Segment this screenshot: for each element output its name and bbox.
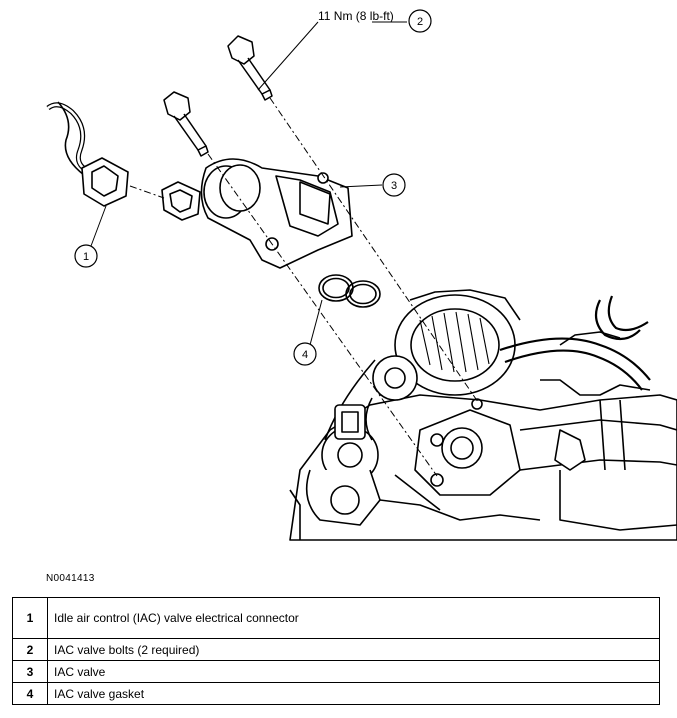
callout-1: 1 bbox=[74, 244, 98, 268]
figure-id: N0041413 bbox=[46, 573, 95, 584]
legend-row: 1 Idle air control (IAC) valve electrica… bbox=[12, 597, 660, 639]
svg-text:2: 2 bbox=[417, 16, 423, 28]
legend-number: 4 bbox=[12, 682, 48, 705]
iac-valve bbox=[200, 158, 353, 269]
legend-description: IAC valve bolts (2 required) bbox=[47, 638, 660, 661]
legend-row: 2 IAC valve bolts (2 required) bbox=[12, 638, 660, 661]
legend-table: 1 Idle air control (IAC) valve electrica… bbox=[12, 597, 660, 705]
callout-4: 4 bbox=[293, 342, 317, 366]
legend-row: 4 IAC valve gasket bbox=[12, 682, 660, 705]
legend-description: Idle air control (IAC) valve electrical … bbox=[47, 597, 660, 639]
svg-text:1: 1 bbox=[83, 251, 89, 263]
iac-valve-gasket bbox=[318, 274, 381, 308]
iac-electrical-connector bbox=[46, 101, 201, 221]
legend-number: 1 bbox=[12, 597, 48, 639]
torque-spec-label: 11 Nm (8 lb-ft) bbox=[318, 9, 394, 23]
engine-illustration bbox=[289, 289, 677, 541]
legend-description: IAC valve gasket bbox=[47, 682, 660, 705]
iac-valve-bolts bbox=[163, 35, 273, 157]
legend-description: IAC valve bbox=[47, 660, 660, 683]
legend-number: 3 bbox=[12, 660, 48, 683]
svg-text:3: 3 bbox=[391, 180, 397, 192]
iac-valve-exploded-diagram: 1 2 3 4 bbox=[46, 9, 677, 541]
legend-number: 2 bbox=[12, 638, 48, 661]
legend-row: 3 IAC valve bbox=[12, 660, 660, 683]
alignment-lines bbox=[129, 97, 479, 477]
callout-3: 3 bbox=[382, 173, 406, 197]
callout-2: 2 bbox=[408, 9, 432, 33]
svg-text:4: 4 bbox=[302, 349, 308, 361]
callout-leaders bbox=[90, 21, 407, 346]
